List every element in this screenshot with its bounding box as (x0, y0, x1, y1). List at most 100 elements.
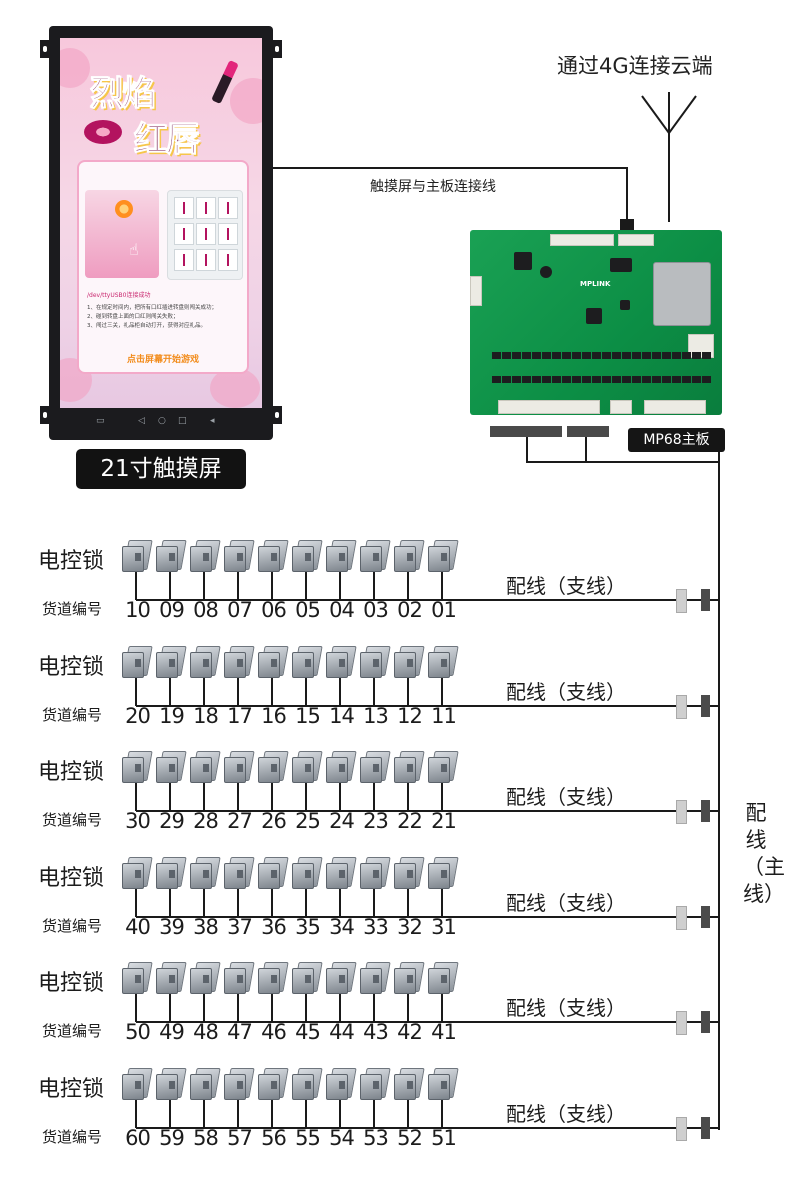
prize-cabinet-image (167, 190, 243, 280)
branch-connector-female (676, 906, 687, 930)
lane-number: 02 (397, 598, 423, 622)
relay-chip (502, 376, 511, 383)
electric-lock-icon (394, 1068, 425, 1100)
electric-lock-icon (224, 1068, 255, 1100)
lane-number: 55 (295, 1126, 321, 1150)
electric-lock-icon (258, 540, 289, 572)
lane-number: 48 (193, 1020, 219, 1044)
antenna-arm-right (668, 95, 697, 134)
electric-lock-icon (394, 962, 425, 994)
volume-icon[interactable]: ◂ (210, 416, 215, 426)
lane-number: 44 (329, 1020, 355, 1044)
board-trunk-link (526, 437, 719, 463)
mp68-main-board: MPLINK (470, 230, 722, 415)
relay-chip (532, 376, 541, 383)
relay-chip (652, 376, 661, 383)
relay-chip (592, 352, 601, 359)
rule-2: 2、碰到转盘上面的口红则闯关失败； (87, 314, 179, 320)
electric-lock-icon (360, 540, 391, 572)
cable-label: 触摸屏与主板连接线 (370, 179, 496, 195)
lane-number: 59 (159, 1126, 185, 1150)
relay-chip (672, 376, 681, 383)
relay-chip (692, 376, 701, 383)
lane-number-label: 货道编号 (42, 811, 103, 829)
electric-lock-icon (190, 962, 221, 994)
mount-ear-right-top (272, 40, 282, 58)
relay-chip (562, 376, 571, 383)
home-icon[interactable]: ○ (158, 416, 166, 426)
electric-lock-icon (292, 962, 323, 994)
electric-lock-icon (292, 646, 323, 678)
relay-chip (602, 352, 611, 359)
lane-number: 12 (397, 704, 423, 728)
branch-wire-label: 配线（支线） (506, 1102, 626, 1126)
menu-icon[interactable]: ▭ (96, 416, 105, 426)
branch-connector-male (701, 1011, 710, 1033)
rule-3: 3、闯过三关，礼品柜自动打开，获得对应礼品。 (87, 323, 207, 329)
lane-number: 17 (227, 704, 253, 728)
recents-icon[interactable]: □ (178, 416, 187, 426)
cloud-4g-label: 通过4G连接云端 (557, 54, 713, 78)
branch-connector-male (701, 589, 710, 611)
electric-lock-icon (428, 540, 459, 572)
branch-wire-label: 配线（支线） (506, 891, 626, 915)
lane-number: 33 (363, 915, 389, 939)
lane-number: 51 (431, 1126, 457, 1150)
orange-wheel-icon (115, 200, 133, 218)
electric-lock-icon (360, 751, 391, 783)
lane-number-label: 货道编号 (42, 1128, 103, 1146)
lane-number: 26 (261, 809, 287, 833)
electric-lock-icon (292, 857, 323, 889)
electric-lock-icon (360, 1068, 391, 1100)
branch-connector-female (676, 1011, 687, 1035)
relay-chip (652, 352, 661, 359)
lane-number: 27 (227, 809, 253, 833)
game-logo: 烈焰 红唇 (82, 59, 242, 161)
start-game-button[interactable]: 点击屏幕开始游戏 (126, 355, 199, 365)
game-title-line1: 烈焰 (90, 74, 157, 115)
lane-number: 31 (431, 915, 457, 939)
relay-chip (582, 376, 591, 383)
electric-lock-icon (428, 646, 459, 678)
branch-connector-female (676, 695, 687, 719)
lane-number: 05 (295, 598, 321, 622)
electric-lock-icon (326, 1068, 357, 1100)
lock-row-title: 电控锁 (38, 655, 105, 680)
lane-number: 19 (159, 704, 185, 728)
relay-chip (512, 352, 521, 359)
electric-lock-icon (292, 751, 323, 783)
electric-lock-icon (190, 1068, 221, 1100)
lane-number: 49 (159, 1020, 185, 1044)
board-caption: MP68主板 (628, 428, 725, 452)
lane-number: 50 (125, 1020, 151, 1044)
electric-lock-icon (428, 751, 459, 783)
relay-chip (672, 352, 681, 359)
lane-number: 43 (363, 1020, 389, 1044)
relay-chip (622, 352, 631, 359)
lane-number: 39 (159, 915, 185, 939)
lane-number: 04 (329, 598, 355, 622)
back-icon[interactable]: ◁ (138, 416, 145, 426)
lane-number: 13 (363, 704, 389, 728)
lane-number: 38 (193, 915, 219, 939)
relay-chip (662, 376, 671, 383)
lane-number: 15 (295, 704, 321, 728)
board-brand: MPLINK (580, 280, 611, 288)
branch-wire-label: 配线（支线） (506, 574, 626, 598)
lane-number: 58 (193, 1126, 219, 1150)
screen-display: 烈焰 红唇 ☝ /dev/ttyUSB0连接成功 (60, 38, 262, 408)
relay-chip (492, 352, 501, 359)
electric-lock-icon (122, 962, 153, 994)
lane-number-label: 货道编号 (42, 706, 103, 724)
board-plug-right (567, 426, 609, 437)
electric-lock-icon (326, 540, 357, 572)
lane-number: 56 (261, 1126, 287, 1150)
lock-row-title: 电控锁 (38, 1077, 105, 1102)
lane-number: 35 (295, 915, 321, 939)
lane-number-label: 货道编号 (42, 917, 103, 935)
electric-lock-icon (394, 540, 425, 572)
electric-lock-icon (258, 1068, 289, 1100)
electric-lock-icon (122, 751, 153, 783)
screen-board-cable (268, 167, 628, 222)
